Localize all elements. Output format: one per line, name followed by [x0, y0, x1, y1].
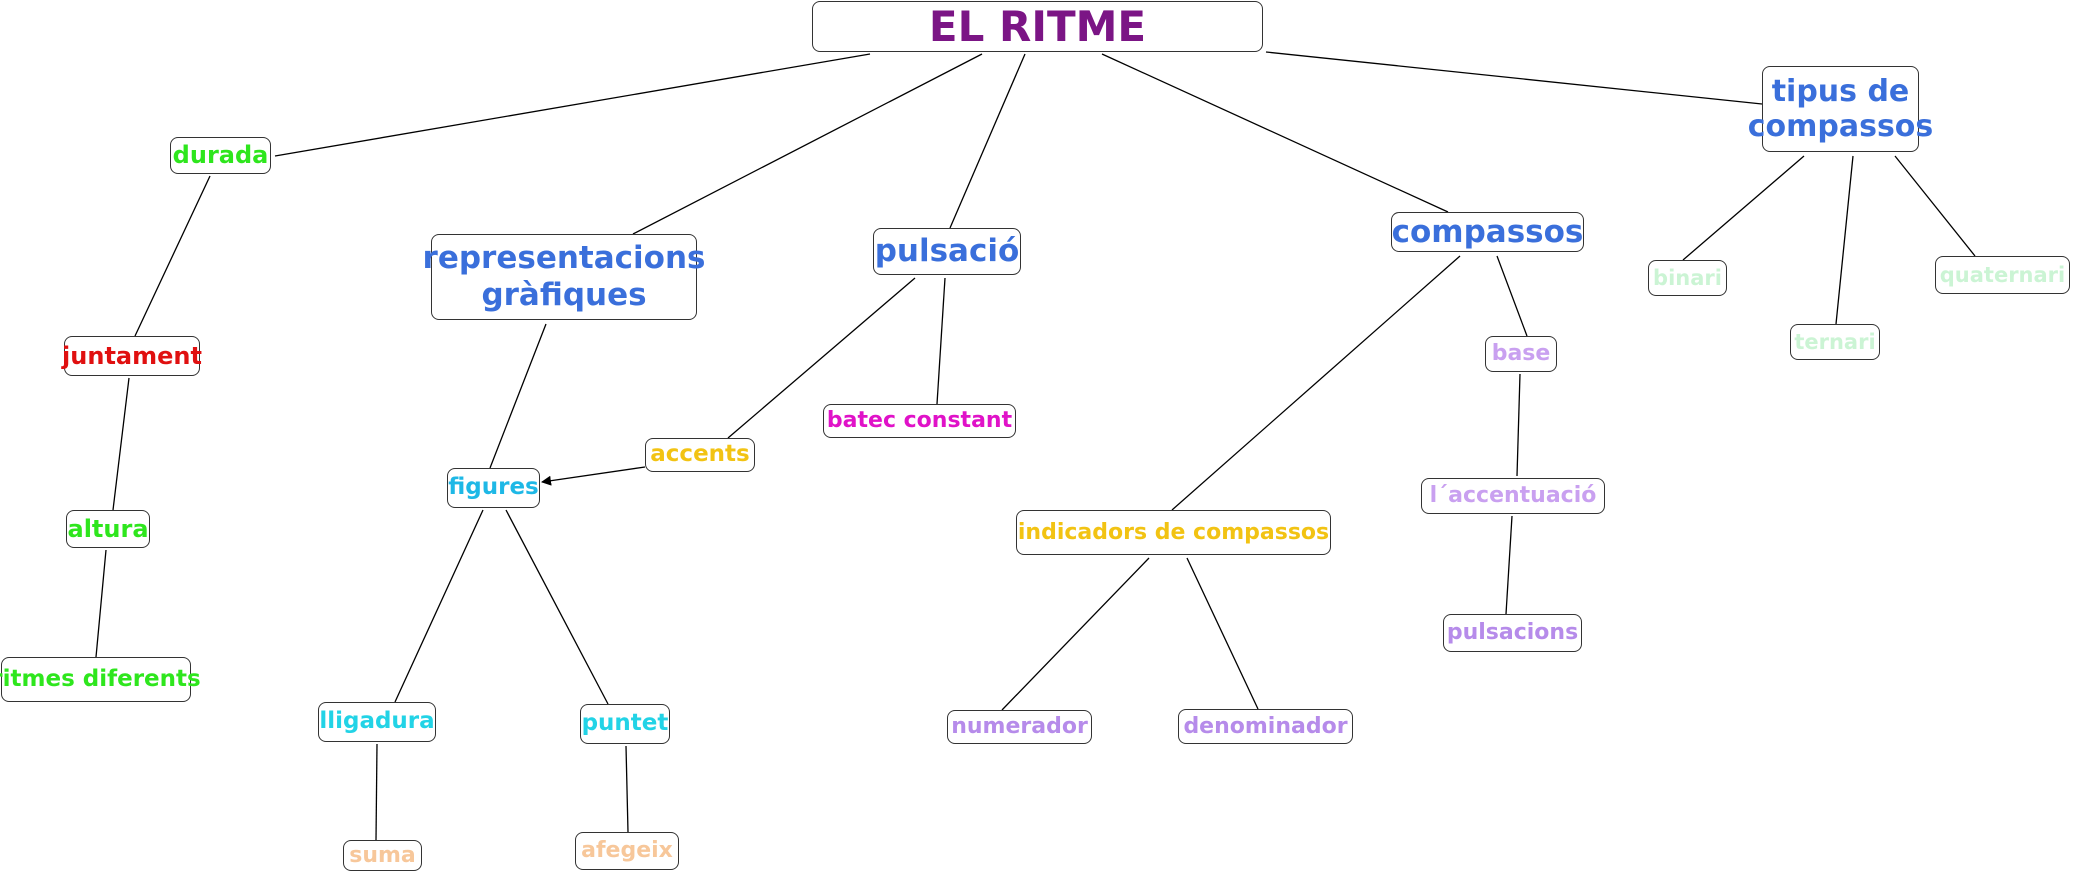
edge-accents-figures: [541, 466, 646, 486]
representacions-grafiques-node[interactable]: representacions gràfiques: [423, 234, 705, 320]
tipus-label-line2: compassos: [1747, 109, 1934, 144]
representacions-label-line2: gràfiques: [481, 277, 647, 313]
tipus-label-line1: tipus de: [1771, 73, 1910, 109]
base-label: base: [1491, 341, 1551, 367]
edge-figures-puntet: [505, 509, 609, 705]
suma-node[interactable]: suma: [343, 840, 422, 871]
juntament-label: juntament: [62, 341, 202, 370]
accentuacio-label: l´accentuació: [1429, 483, 1597, 509]
puntet-label: puntet: [581, 710, 669, 737]
edge-root-pulsacio: [949, 53, 1026, 229]
accents-node[interactable]: accents: [645, 438, 755, 472]
edge-root-durada: [274, 53, 871, 157]
binari-label: binari: [1653, 265, 1722, 290]
edge-accentuacio-pulsacions: [1505, 515, 1513, 615]
ternari-label: ternari: [1794, 329, 1876, 354]
edge-tipus-ternari: [1835, 155, 1854, 325]
edge-compassos-base: [1496, 255, 1528, 337]
representacions-label-line1: representacions: [422, 240, 706, 277]
edge-indicadors-numerador: [1001, 557, 1150, 711]
denominador-label: denominador: [1183, 713, 1348, 739]
numerador-label: numerador: [951, 714, 1088, 740]
pulsacions-label: pulsacions: [1446, 620, 1579, 646]
edge-indicadors-denominador: [1186, 557, 1259, 710]
root-node[interactable]: EL RITME: [812, 1, 1263, 52]
puntet-node[interactable]: puntet: [580, 704, 670, 744]
afegeix-node[interactable]: afegeix: [575, 832, 679, 870]
figures-node[interactable]: figures: [447, 468, 540, 508]
afegeix-label: afegeix: [581, 838, 673, 864]
ternari-node[interactable]: ternari: [1790, 324, 1880, 360]
edge-pulsacio-batec: [936, 277, 946, 405]
edge-altura-ritmes: [95, 549, 107, 658]
pulsacions-node[interactable]: pulsacions: [1443, 614, 1582, 652]
quaternari-node[interactable]: quaternari: [1935, 256, 2070, 294]
ritmes-diferents-node[interactable]: ritmes diferents: [0, 657, 201, 702]
pulsacio-label: pulsació: [874, 233, 1020, 270]
accentuacio-node[interactable]: l´accentuació: [1421, 478, 1605, 514]
durada-label: durada: [172, 141, 269, 170]
edge-root-tipus: [1265, 51, 1763, 105]
lligadura-label: lligadura: [319, 708, 435, 735]
indicadors-label: indicadors de compassos: [1017, 519, 1330, 545]
pulsacio-node[interactable]: pulsació: [873, 228, 1021, 275]
numerador-node[interactable]: numerador: [947, 710, 1092, 744]
batec-constant-node[interactable]: batec constant: [823, 404, 1016, 438]
suma-label: suma: [349, 842, 416, 868]
altura-label: altura: [67, 514, 149, 543]
tipus-de-compassos-node[interactable]: tipus de compassos: [1748, 66, 1933, 152]
root-label: EL RITME: [928, 1, 1147, 51]
batec-constant-label: batec constant: [826, 408, 1013, 434]
edge-compassos-indicadors: [1171, 255, 1461, 511]
durada-node[interactable]: durada: [170, 137, 271, 174]
edge-representacions-figures: [489, 323, 547, 469]
edge-root-compassos: [1101, 53, 1449, 213]
accents-label: accents: [650, 441, 750, 468]
compassos-label: compassos: [1391, 213, 1584, 250]
base-node[interactable]: base: [1485, 336, 1557, 372]
compassos-node[interactable]: compassos: [1391, 212, 1584, 252]
edge-tipus-quaternari: [1894, 155, 1976, 257]
edge-durada-juntament: [134, 175, 211, 337]
figures-label: figures: [448, 474, 539, 501]
binari-node[interactable]: binari: [1648, 260, 1727, 296]
denominador-node[interactable]: denominador: [1178, 709, 1353, 744]
edge-lligadura-suma: [375, 743, 378, 841]
quaternari-label: quaternari: [1939, 262, 2066, 287]
altura-node[interactable]: altura: [66, 510, 150, 548]
indicadors-de-compassos-node[interactable]: indicadors de compassos: [1016, 510, 1331, 555]
edge-pulsacio-accents: [727, 277, 916, 439]
lligadura-node[interactable]: lligadura: [318, 702, 436, 742]
edge-figures-lligadura: [394, 509, 484, 703]
edge-juntament-altura: [112, 377, 130, 511]
juntament-node[interactable]: juntament: [62, 336, 202, 376]
edge-puntet-afegeix: [625, 745, 629, 833]
edge-tipus-binari: [1682, 155, 1805, 261]
edge-root-representacions: [632, 53, 983, 235]
edge-base-accentuacio: [1516, 373, 1521, 477]
ritmes-diferents-label: ritmes diferents: [0, 665, 201, 692]
